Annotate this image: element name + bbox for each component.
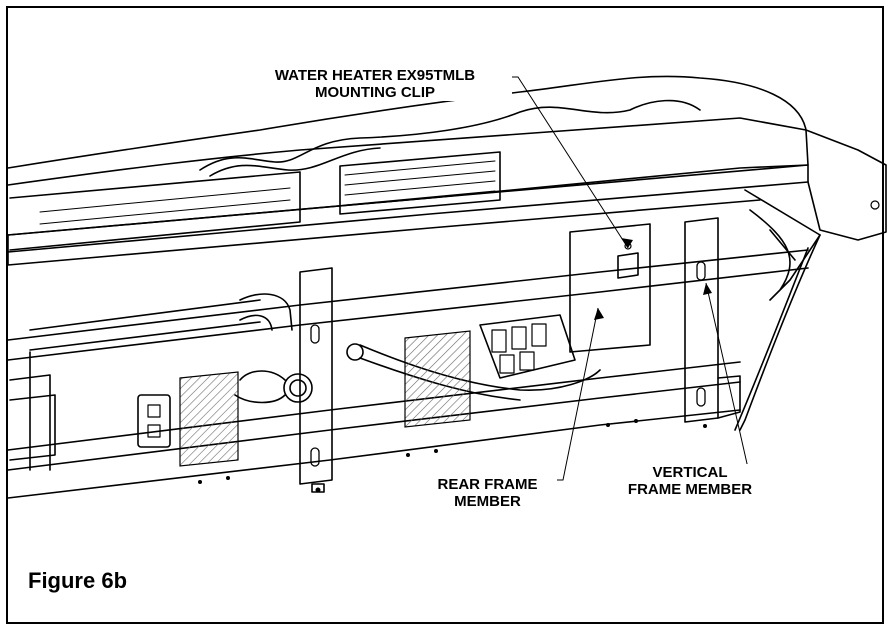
- right-end-cap: [805, 129, 887, 241]
- callout-rear-frame-line1: REAR FRAME: [437, 476, 538, 493]
- top-opening-center: [339, 151, 501, 215]
- hose-fitting: [346, 343, 364, 361]
- lower-frame-rail: [7, 361, 741, 451]
- outlet-plate: [137, 394, 171, 448]
- callout-water-heater-clip-line1: WATER HEATER EX95TMLB: [274, 67, 476, 84]
- valve-cluster: [479, 314, 576, 379]
- hatched-panel-left: [179, 371, 239, 467]
- end-cap-hole: [870, 200, 880, 210]
- frame-fasteners: [198, 419, 707, 493]
- figure-frame: [6, 6, 884, 624]
- outlet-socket-bottom: [147, 424, 161, 438]
- hatched-panel-center: [404, 330, 471, 428]
- outlet-socket-top: [147, 404, 161, 418]
- leader-arrowheads: [594, 238, 712, 320]
- left-support-block: [9, 394, 56, 461]
- rear-frame-rail-upper-2: [7, 267, 809, 361]
- leader-water-heater-clip: [508, 76, 629, 249]
- callout-rear-frame-line2: MEMBER: [454, 493, 521, 510]
- leader-rear-frame: [553, 307, 599, 481]
- callout-rear-frame: REAR FRAME MEMBER: [418, 476, 557, 510]
- vertical-member-slots: [310, 261, 706, 467]
- front-upper-beam-lip: [7, 199, 761, 266]
- hose-line: [359, 344, 601, 391]
- top-opening-left: [9, 171, 301, 251]
- pipe-upper: [29, 299, 261, 351]
- water-heater-mounting-clip: [617, 252, 639, 279]
- callout-vertical-frame-line2: FRAME MEMBER: [627, 481, 753, 498]
- pipe-fitting-front: [234, 370, 286, 404]
- pipe-cap: [283, 373, 313, 403]
- vertical-frame-member-right: [684, 217, 719, 423]
- top-cable-wave-2: [209, 147, 381, 177]
- top-housing-inner-edge: [7, 117, 807, 186]
- lower-frame-rail-2: [7, 381, 741, 471]
- top-opening-slats: [39, 160, 496, 225]
- callout-water-heater-clip: WATER HEATER EX95TMLB MOUNTING CLIP: [238, 67, 512, 101]
- right-support-arm: [744, 189, 821, 301]
- water-heater-unit: [569, 223, 651, 353]
- leader-vertical-frame: [705, 282, 749, 469]
- top-cable-wave: [199, 99, 701, 171]
- callout-water-heater-clip-line2: MOUNTING CLIP: [315, 84, 435, 101]
- right-foot-block: [717, 375, 741, 419]
- pipe-left-elbow: [239, 293, 293, 331]
- inner-box-left: [9, 351, 51, 471]
- pipe-cap-inner: [289, 379, 307, 397]
- vertical-frame-member-left: [299, 267, 333, 485]
- callout-vertical-frame-line1: VERTICAL: [652, 464, 728, 481]
- callout-vertical-frame: VERTICAL FRAME MEMBER: [618, 464, 762, 498]
- bottom-frame-rail: [7, 409, 741, 499]
- valve-details: [491, 323, 547, 374]
- left-foot: [311, 483, 325, 493]
- figure-caption: Figure 6b: [28, 568, 128, 593]
- rear-frame-rail-upper: [7, 249, 809, 341]
- right-curved-leg: [734, 234, 821, 431]
